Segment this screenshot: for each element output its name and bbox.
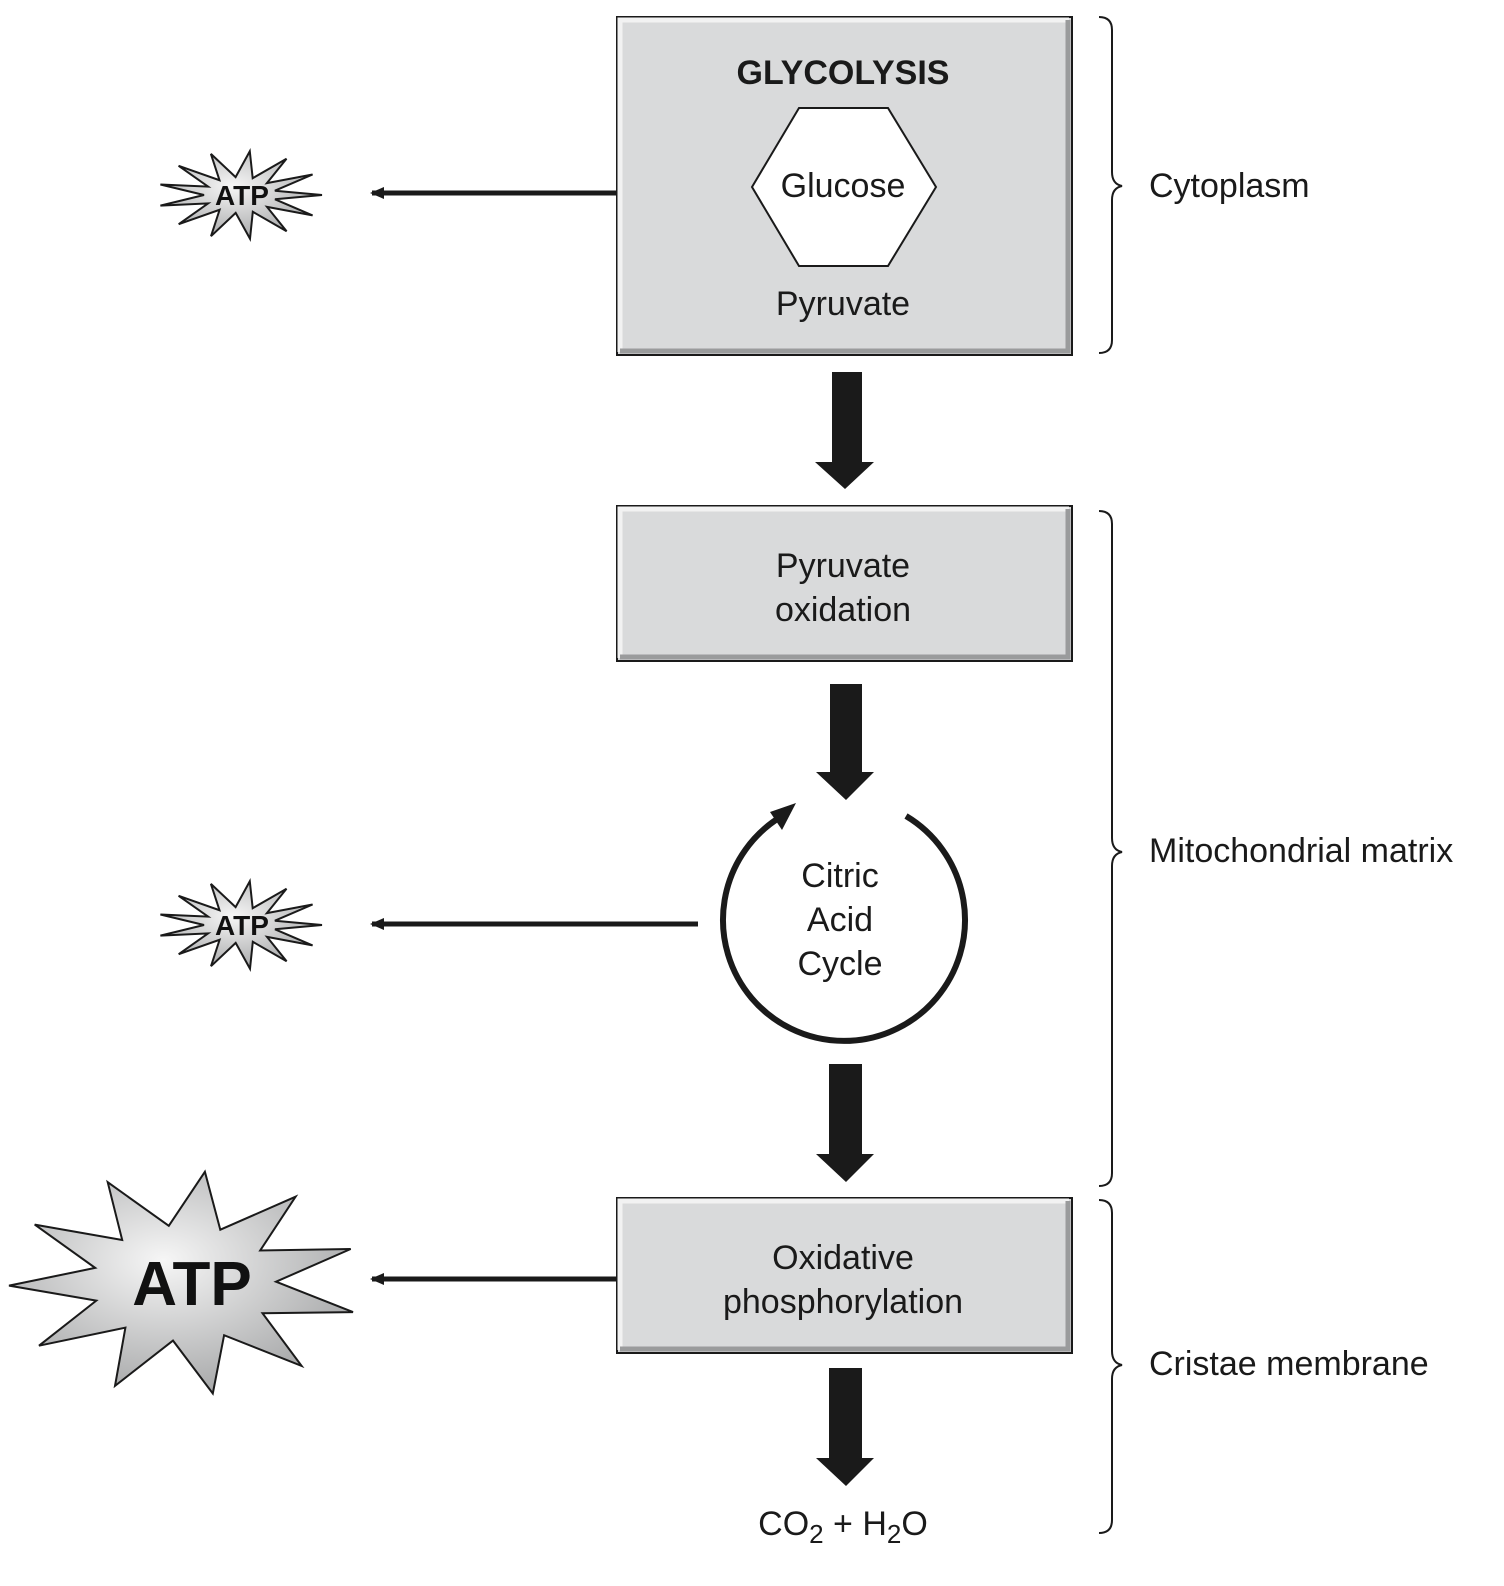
citric-acid-cycle-line3: Cycle [797, 945, 882, 983]
cycle-arrow-head [770, 803, 796, 830]
atp-label-citric-acid-cycle: ATP [215, 910, 269, 941]
arrow-to-products [816, 1368, 874, 1486]
arrow-citric-acid-cycle-to-oxidative-phosphorylation [816, 1064, 874, 1182]
citric-acid-cycle: Citric Acid Cycle [720, 803, 968, 1044]
starburst-shape [160, 878, 323, 972]
glucose-hexagon [750, 107, 938, 267]
oxidative-phosphorylation-box: Oxidative phosphorylation [616, 1197, 1073, 1354]
location-cytoplasm: Cytoplasm [1149, 167, 1310, 205]
cycle-arrow [720, 813, 968, 1044]
products-label: CO2 + H2O [758, 1505, 928, 1549]
oxidative-phosphorylation-line2: phosphorylation [723, 1283, 963, 1321]
pyruvate-label: Pyruvate [776, 285, 910, 323]
starburst-shape [8, 1169, 354, 1396]
glucose-label: Glucose [781, 167, 906, 205]
citric-acid-cycle-line2: Acid [807, 901, 873, 939]
oxidative-phosphorylation-line1: Oxidative [772, 1239, 914, 1277]
atp-label-glycolysis: ATP [215, 180, 269, 211]
atp-burst-oxidative-phosphorylation: ATP [8, 1169, 354, 1396]
starburst-shape [160, 148, 323, 242]
brace-cytoplasm [1098, 16, 1123, 354]
pyruvate-oxidation-line1: Pyruvate [776, 547, 910, 585]
atp-burst-glycolysis: ATP [160, 148, 323, 242]
arrow-glycolysis-to-pyruvate-oxidation [815, 372, 874, 489]
atp-burst-citric-acid-cycle: ATP [160, 878, 323, 972]
glycolysis-box: GLYCOLYSIS Glucose Pyruvate [616, 16, 1073, 356]
brace-mitochondrial-matrix [1098, 510, 1123, 1187]
arrow-pyruvate-oxidation-to-citric-acid-cycle [816, 684, 874, 800]
brace-cristae-membrane [1098, 1199, 1123, 1534]
location-mitochondrial-matrix: Mitochondrial matrix [1149, 832, 1453, 870]
citric-acid-cycle-line1: Citric [801, 857, 878, 895]
atp-label-oxidative-phosphorylation: ATP [132, 1250, 251, 1319]
pyruvate-oxidation-box: Pyruvate oxidation [616, 505, 1073, 662]
location-cristae-membrane: Cristae membrane [1149, 1345, 1429, 1383]
glycolysis-title: GLYCOLYSIS [737, 54, 950, 92]
pyruvate-oxidation-line2: oxidation [775, 591, 911, 629]
